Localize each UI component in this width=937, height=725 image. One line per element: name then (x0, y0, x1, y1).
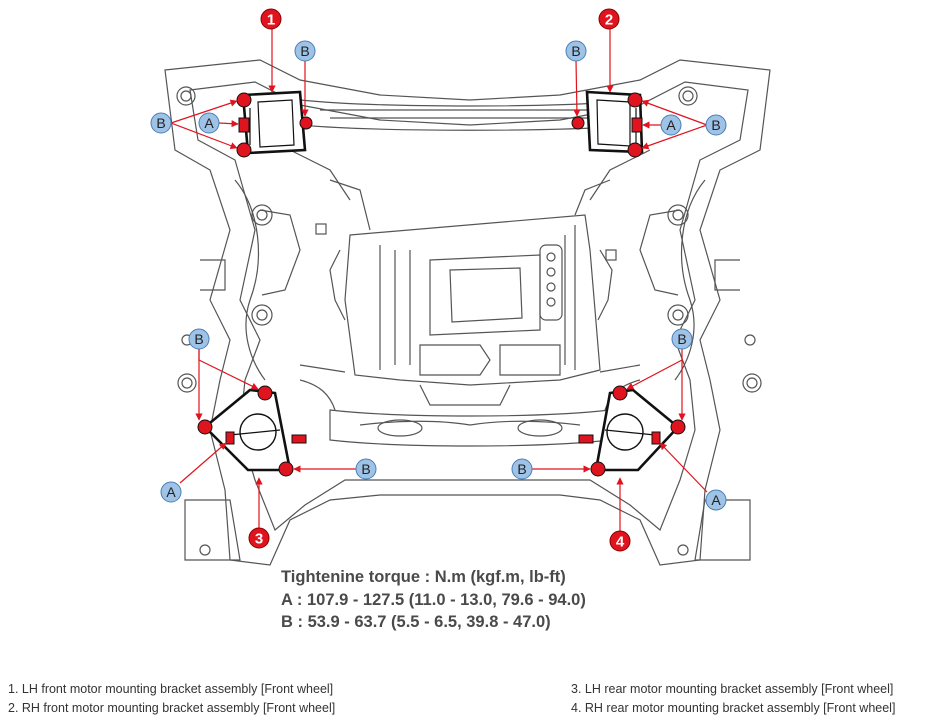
svg-text:3: 3 (255, 531, 263, 548)
bolt-b-2-upper (627, 92, 643, 108)
callout-b-right-rear: B (671, 328, 693, 350)
bolt-b-1-upper (236, 92, 252, 108)
bolt-b-3-bottom (278, 461, 294, 477)
callout-b-top-right: B (565, 40, 587, 62)
bolt-b-2-lower (627, 142, 643, 158)
bolt-a-1 (238, 117, 250, 133)
svg-text:A: A (711, 492, 721, 508)
bolt-b-3-left (197, 419, 213, 435)
svg-text:B: B (677, 331, 686, 347)
callout-b-left-front: B (150, 112, 172, 134)
bolt-side-4 (578, 434, 594, 444)
torque-spec-a: A : 107.9 - 127.5 (11.0 - 13.0, 79.6 - 9… (281, 591, 586, 609)
callout-n2: 2 (598, 8, 620, 30)
legend-item-4: 4. RH rear motor mounting bracket assemb… (571, 701, 896, 715)
svg-text:4: 4 (616, 534, 625, 551)
legend-item-2: 2. RH front motor mounting bracket assem… (8, 701, 336, 715)
callout-a-right-front: A (660, 114, 682, 136)
svg-text:A: A (204, 115, 214, 131)
svg-text:2: 2 (605, 12, 613, 29)
svg-text:1: 1 (267, 12, 275, 29)
callout-b-right-front: B (705, 114, 727, 136)
bolt-b-3-top (257, 385, 273, 401)
callout-b-top-left: B (294, 40, 316, 62)
svg-text:B: B (571, 43, 580, 59)
callout-b-center-left-rear: B (355, 458, 377, 480)
callout-a-right-rear: A (705, 489, 727, 511)
bolt-a-2 (631, 117, 643, 133)
callout-a-left-rear: A (160, 481, 182, 503)
svg-text:B: B (300, 43, 309, 59)
svg-text:B: B (156, 115, 165, 131)
legend-item-1: 1. LH front motor mounting bracket assem… (8, 682, 334, 696)
bolt-b-1-lower (236, 142, 252, 158)
bolt-a-4 (651, 431, 661, 445)
callout-n1: 1 (260, 8, 282, 30)
bolt-a-3 (225, 431, 235, 445)
bolt-b-4-right (670, 419, 686, 435)
callout-n3: 3 (248, 527, 270, 549)
svg-text:A: A (166, 484, 176, 500)
svg-text:B: B (517, 461, 526, 477)
bolts (197, 92, 686, 477)
bolt-b-2-side (571, 116, 585, 130)
bracket-4-rh-rear (594, 388, 680, 472)
callout-b-left-rear: B (188, 328, 210, 350)
legend-item-3: 3. LH rear motor mounting bracket assemb… (571, 682, 894, 696)
svg-text:B: B (194, 331, 203, 347)
bolt-side-3 (291, 434, 307, 444)
svg-text:A: A (666, 117, 676, 133)
bolt-b-1-side (299, 116, 313, 130)
svg-text:B: B (711, 117, 720, 133)
svg-text:B: B (361, 461, 370, 477)
callout-a-left-front: A (198, 112, 220, 134)
leader-lines (170, 28, 708, 532)
torque-spec-b: B : 53.9 - 63.7 (5.5 - 6.5, 39.8 - 47.0) (281, 613, 551, 631)
torque-heading: Tightenine torque : N.m (kgf.m, lb-ft) (281, 568, 566, 586)
bolt-b-4-top (612, 385, 628, 401)
bracket-1-lh-front (241, 90, 307, 155)
bolt-b-4-bottom (590, 461, 606, 477)
callout-b-center-right-rear: B (511, 458, 533, 480)
bracket-3-lh-rear (203, 388, 292, 472)
callout-n4: 4 (609, 530, 631, 552)
